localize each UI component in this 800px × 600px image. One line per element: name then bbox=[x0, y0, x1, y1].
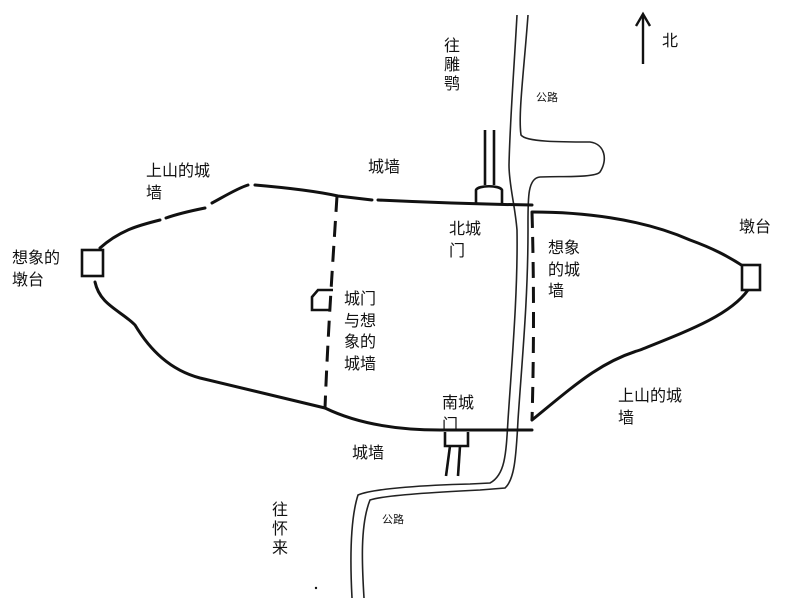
towers bbox=[80, 248, 762, 292]
label-wall-bottom: 城墙 bbox=[352, 443, 385, 462]
imagined-east-wall bbox=[530, 211, 535, 421]
south-gate-house bbox=[443, 432, 470, 448]
west-wall-lower bbox=[93, 280, 327, 410]
label-to-huailai: 往 怀 来 bbox=[272, 500, 289, 558]
label-west-gate-wall: 城门 与想 象的 城墙 bbox=[344, 289, 377, 373]
north-label: 北 bbox=[662, 31, 679, 50]
west-gate-structure bbox=[310, 288, 333, 312]
north-gate-house bbox=[474, 184, 504, 203]
label-road-south: 公路 bbox=[382, 513, 404, 526]
label-road-north: 公路 bbox=[536, 91, 558, 104]
south-wall bbox=[323, 406, 534, 432]
south-gate-structure bbox=[443, 432, 470, 477]
city-walls bbox=[93, 183, 750, 432]
east-mountain-wall-bottom bbox=[530, 288, 750, 422]
label-imagined-east-wall: 想象 的城 墙 bbox=[548, 238, 581, 301]
imagined-west-wall bbox=[323, 195, 339, 409]
label-wall-top: 城墙 bbox=[368, 157, 401, 176]
label-imagined-west-tower: 想象的 墩台 bbox=[12, 248, 61, 289]
north-wall-east bbox=[376, 198, 534, 207]
road-edge-west bbox=[350, 14, 518, 599]
north-gate-structure bbox=[474, 130, 504, 203]
imagined-west-tower-box bbox=[80, 248, 105, 278]
west-mountain-wall-c bbox=[210, 183, 250, 205]
east-mountain-wall-top bbox=[530, 210, 748, 270]
label-east-mountain-wall: 上山的城 墙 bbox=[618, 386, 683, 427]
imagined-walls bbox=[323, 195, 535, 421]
north-arrow-icon bbox=[634, 11, 652, 64]
label-south-gate: 南城 门 bbox=[442, 393, 475, 434]
label-west-mountain-wall: 上山的城 墙 bbox=[146, 161, 211, 202]
south-gate-post-left bbox=[444, 445, 452, 477]
label-to-diaoe: 往 雕 鹗 bbox=[444, 36, 461, 94]
label-north-gate: 北城 门 bbox=[449, 219, 482, 260]
south-gate-post-right bbox=[456, 445, 462, 477]
west-mountain-wall-a bbox=[98, 218, 162, 250]
east-tower-box bbox=[740, 263, 762, 292]
west-mountain-wall-b bbox=[164, 206, 207, 220]
north-wall bbox=[253, 183, 374, 202]
road-edge-east bbox=[361, 14, 606, 599]
road bbox=[350, 14, 606, 599]
stray-dot bbox=[314, 586, 318, 590]
label-east-tower: 墩台 bbox=[739, 217, 772, 236]
